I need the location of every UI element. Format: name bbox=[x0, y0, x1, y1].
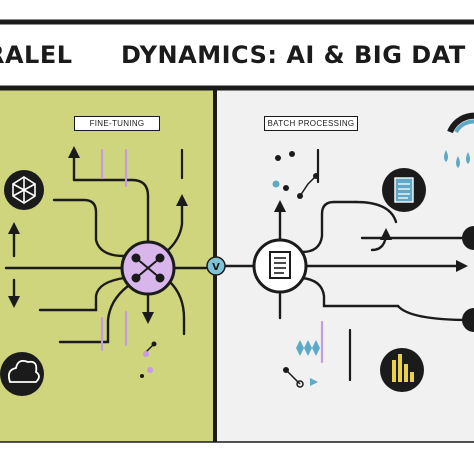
page-title: RALEL DYNAMICS: AI & BIG DAT bbox=[0, 22, 474, 88]
left-connector-5 bbox=[164, 198, 184, 254]
arrowhead-up-right-1 bbox=[274, 200, 286, 212]
bars-icon bbox=[380, 348, 424, 392]
fine-tuning-label: FINE-TUNING bbox=[74, 116, 160, 131]
arrowhead-down-left-1 bbox=[8, 296, 20, 308]
right-connector-1 bbox=[300, 200, 358, 254]
title-left-fragment: RALEL bbox=[0, 41, 73, 69]
right-connector-3 bbox=[300, 276, 400, 308]
batch-processing-label: BATCH PROCESSING bbox=[264, 116, 358, 131]
wave-icon bbox=[296, 340, 320, 356]
arrowhead-up-left-3 bbox=[176, 194, 188, 206]
arrowhead-right-1 bbox=[456, 260, 468, 272]
scatter-dots-icon bbox=[272, 151, 319, 199]
left-connector-top bbox=[72, 178, 150, 258]
left-connector-1 bbox=[52, 198, 126, 258]
left-hub-node bbox=[120, 240, 176, 296]
hexagon-network-icon bbox=[4, 170, 44, 210]
bottom-strip bbox=[0, 442, 474, 474]
right-edge-node-1 bbox=[462, 226, 474, 250]
title-banner bbox=[0, 0, 474, 22]
arrowhead-up-left-2 bbox=[8, 222, 20, 234]
right-hub-node bbox=[252, 238, 308, 294]
flow-mini-icon bbox=[283, 367, 318, 388]
right-connector-5 bbox=[396, 304, 472, 322]
left-connector-3 bbox=[38, 276, 126, 312]
center-connector-symbol: V bbox=[212, 262, 220, 273]
molecule-icon bbox=[140, 341, 157, 378]
cloud-icon bbox=[0, 352, 44, 396]
right-connector-7 bbox=[354, 200, 398, 224]
right-edge-node-2 bbox=[462, 308, 474, 332]
drops-icon bbox=[444, 150, 470, 168]
arrowhead-up-left-1 bbox=[68, 146, 80, 158]
left-connector-6 bbox=[168, 280, 186, 336]
title-right-fragment: DYNAMICS: AI & BIG DAT bbox=[121, 41, 466, 69]
center-connector: V bbox=[206, 256, 226, 276]
left-connector-4 bbox=[58, 284, 130, 344]
arrowhead-up-right-2 bbox=[380, 228, 392, 240]
gauge-icon bbox=[447, 112, 474, 134]
document-icon bbox=[382, 168, 426, 212]
title-banner-box bbox=[0, 19, 474, 91]
arrowhead-down-left-2 bbox=[142, 312, 154, 324]
